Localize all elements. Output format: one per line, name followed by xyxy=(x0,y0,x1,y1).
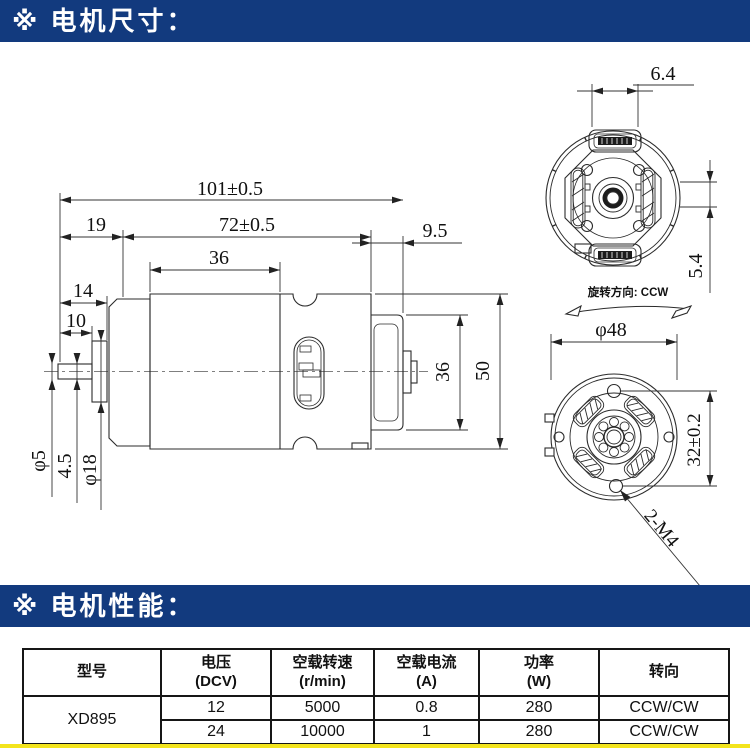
direction-value: CCW/CW xyxy=(598,695,730,721)
current-value: 0.8 xyxy=(373,695,480,721)
side-view-outline xyxy=(44,293,428,450)
col-header-power: 功率 (W) xyxy=(478,648,600,697)
dim-collar-width: 4.5 xyxy=(54,454,76,479)
front-view-outline xyxy=(544,373,678,501)
table-row: 24 10000 1 280 CCW/CW xyxy=(23,719,730,745)
voltage-value: 12 xyxy=(160,695,272,721)
dim-shaft-exposed: 10 xyxy=(66,310,86,332)
dim-collar-dia: φ18 xyxy=(79,454,101,486)
motor-performance-table: 型号 电压 (DCV) 空载转速 (r/min) 空载电流 (A) 功率 (W)… xyxy=(22,648,730,745)
dim-front-length: 19 xyxy=(86,214,106,236)
direction-value: CCW/CW xyxy=(598,719,730,745)
power-value: 280 xyxy=(478,695,600,721)
power-value: 280 xyxy=(478,719,600,745)
rear-view-dimensions xyxy=(577,84,717,293)
dim-shaft-dia: φ5 xyxy=(28,450,50,472)
section-header-motor-dimensions: ※ 电机尺寸： xyxy=(0,0,750,42)
rotation-direction-note: 旋转方向: CCW xyxy=(587,285,669,299)
dim-rear-length: 9.5 xyxy=(423,220,448,242)
col-header-model: 型号 xyxy=(22,648,162,697)
front-view-dimensions xyxy=(550,334,717,587)
voltage-value: 24 xyxy=(160,719,272,745)
rear-view-outline xyxy=(545,129,693,319)
col-header-speed: 空载转速 (r/min) xyxy=(270,648,375,697)
table-header-row: 型号 电压 (DCV) 空载转速 (r/min) 空载电流 (A) 功率 (W)… xyxy=(22,648,730,697)
col-header-voltage: 电压 (DCV) xyxy=(160,648,272,697)
dim-hole-spacing: 32±0.2 xyxy=(684,413,705,466)
dim-diameter: φ48 xyxy=(595,319,627,341)
section-header-motor-performance: ※ 电机性能： xyxy=(0,585,750,627)
speed-value: 5000 xyxy=(270,695,375,721)
dim-body-height: 50 xyxy=(472,361,494,381)
dim-body-length: 72±0.5 xyxy=(219,214,275,236)
dim-shaft-step: 14 xyxy=(73,280,93,302)
dim-terminal-width: 6.4 xyxy=(651,63,676,85)
speed-value: 10000 xyxy=(270,719,375,745)
col-header-current: 空载电流 (A) xyxy=(373,648,480,697)
table-row: XD895 12 5000 0.8 280 CCW/CW xyxy=(22,695,730,745)
dim-case-length: 36 xyxy=(209,247,229,269)
side-view-dimensions xyxy=(48,193,508,510)
yellow-divider xyxy=(0,744,750,748)
dim-terminal-offset: 5.4 xyxy=(685,254,707,279)
current-value: 1 xyxy=(373,719,480,745)
col-header-direction: 转向 xyxy=(598,648,730,697)
dim-endcap-height: 36 xyxy=(432,362,454,382)
dim-mount-holes: 2-M4 xyxy=(640,506,684,552)
model-value: XD895 xyxy=(22,695,162,745)
dim-total-length: 101±0.5 xyxy=(197,178,263,200)
